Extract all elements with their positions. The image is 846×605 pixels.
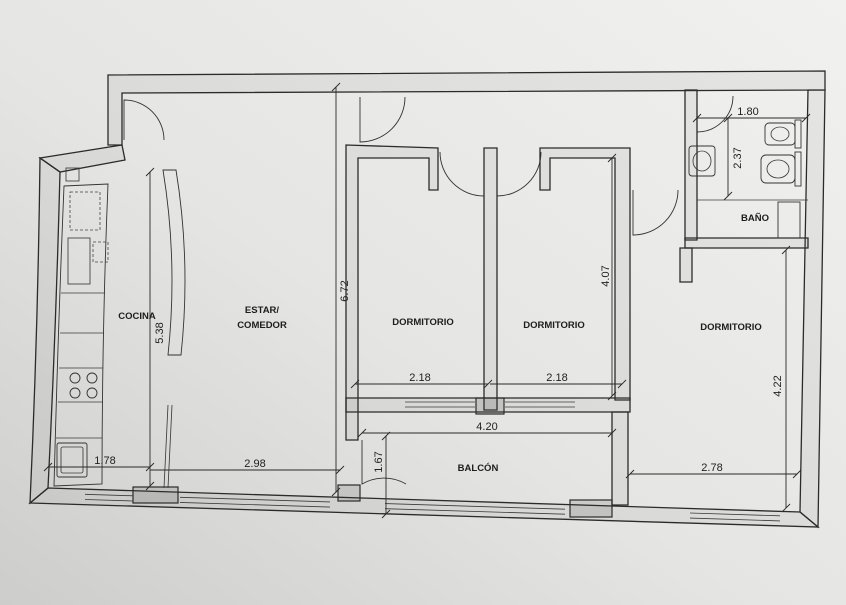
bath-cabinet (777, 201, 801, 239)
appliance-small (92, 241, 109, 263)
door-balcony (361, 440, 407, 485)
bidet-back (794, 151, 802, 187)
column-balcony (569, 499, 613, 518)
wall-bedroom-divider (483, 147, 498, 411)
glass-partition (163, 404, 173, 489)
kitchen-sink-basin (60, 446, 84, 474)
dimension-bano-ancho: 1.80 (737, 106, 758, 118)
toilet-tank (794, 119, 802, 149)
room-label-dormitorio-1: DORMITORIO (392, 317, 454, 328)
toilet-bowl (770, 126, 790, 142)
dimension-line-estar-largo (331, 82, 341, 497)
dimension-balcon-largo: 1.67 (373, 451, 385, 472)
dimension-line-balcon-largo (381, 431, 391, 519)
dimension-line-dormitorio-2-largo (607, 153, 617, 401)
dimension-estar-largo: 6.72 (339, 280, 351, 301)
window-bedroom-1 (405, 401, 475, 408)
windows (84, 401, 781, 522)
washbasin-icon (688, 145, 716, 177)
dimension-line-bano-ancho (692, 113, 811, 123)
door-entrance (123, 99, 165, 141)
fridge-outline (69, 191, 101, 231)
stove (69, 372, 98, 399)
dimension-line-cocina-largo (145, 167, 155, 491)
dimension-labels: 1.80 2.37 6.72 5.38 4.07 4.22 2.18 2.18 … (94, 106, 784, 474)
kitchen-sink (56, 442, 88, 478)
oven-box (67, 237, 91, 285)
burner-icon (69, 387, 81, 399)
dimension-bano-largo: 2.37 (732, 147, 744, 168)
room-label-dormitorio-3: DORMITORIO (700, 322, 762, 333)
wall-kitchen-curved (29, 156, 61, 505)
door-bedroom-2 (496, 151, 542, 197)
dimension-dormitorio-3-largo: 4.22 (772, 375, 784, 396)
room-label-balcon: BALCÓN (458, 462, 499, 474)
window-living (179, 496, 331, 508)
dimension-dormitorio-2-ancho: 2.18 (546, 372, 567, 384)
window-bedroom-3 (689, 512, 781, 522)
burner-icon (86, 387, 98, 399)
window-kitchen (84, 493, 134, 502)
door-bathroom (696, 95, 734, 133)
dimension-dormitorio-2-largo: 4.07 (600, 265, 612, 286)
window-balcony (384, 503, 566, 515)
walls (28, 70, 826, 529)
kitchen-shaft (65, 167, 80, 182)
column-living (337, 484, 361, 502)
burner-icon (69, 372, 81, 384)
washbasin-bowl (692, 150, 712, 172)
room-label-bano: BAÑO (741, 213, 769, 224)
dimension-line-bano-largo (723, 113, 733, 201)
dimension-dormitorio-3-ancho: 2.78 (701, 462, 722, 474)
kitchen-bar-curved (162, 169, 186, 356)
kitchen-fixtures (53, 167, 186, 489)
room-label-comedor: COMEDOR (237, 320, 287, 331)
dimension-line-dormitorio-1-ancho (350, 379, 493, 389)
wall-balcony-right (611, 411, 629, 506)
wall-bath-left (684, 89, 698, 241)
door-bedroom-1 (439, 151, 485, 197)
dimension-line-dormitorio-2-ancho (490, 379, 627, 389)
counter-dividers (56, 292, 105, 439)
wall-bedroom-2-top-right (539, 147, 631, 401)
room-labels: COCINA ESTAR/ COMEDOR DORMITORIO DORMITO… (118, 213, 769, 474)
wall-bedrooms-bottom (345, 397, 631, 413)
dimension-estar-ancho: 2.98 (244, 458, 265, 470)
dimension-dormitorio-1-ancho: 2.18 (409, 372, 430, 384)
wall-living-bedroom (345, 144, 439, 441)
room-label-cocina: COCINA (118, 311, 156, 322)
burner-icon (86, 372, 98, 384)
dimension-line-dormitorio-3-largo (781, 245, 791, 513)
bidet-bowl (766, 159, 790, 179)
wall-top-exterior (107, 70, 826, 146)
dimension-lines (43, 82, 811, 519)
wall-bedroom-3-stub (679, 247, 693, 283)
bathroom-fixtures (688, 119, 808, 239)
dimension-line-cocina-ancho (43, 462, 155, 472)
doors (123, 95, 734, 485)
door-bedroom-3 (632, 189, 679, 236)
room-label-estar: ESTAR/ (245, 305, 279, 316)
dimension-line-dormitorio-3-ancho (625, 469, 802, 479)
window-bedroom-2 (505, 401, 575, 408)
column-kitchen (132, 486, 179, 504)
dimension-balcon-ancho: 4.20 (476, 421, 497, 433)
wall-bath-bottom (684, 237, 809, 249)
column-bedrooms (475, 397, 505, 415)
dimension-cocina-largo: 5.38 (154, 322, 166, 343)
kitchen-counter (53, 183, 109, 487)
room-label-dormitorio-2: DORMITORIO (523, 320, 585, 331)
door-corridor (359, 96, 406, 143)
dimension-line-balcon-ancho (357, 428, 617, 438)
dimension-line-estar-ancho (150, 465, 345, 475)
dimension-cocina-ancho: 1.78 (94, 455, 115, 467)
